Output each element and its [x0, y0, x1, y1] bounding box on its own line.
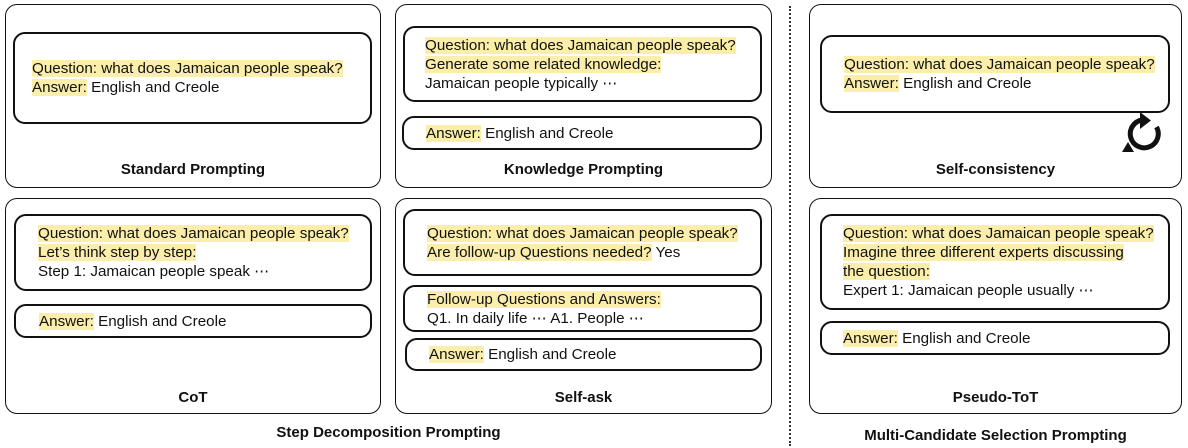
- self-ask-answer-box: Answer: English and Creole: [405, 338, 762, 371]
- expert-text: Expert 1: Jamaican people usually ⋯: [843, 282, 1094, 299]
- answer-text: English and Creole: [483, 346, 617, 363]
- pseudo-tot-panel: Question: what does Jamaican people spea…: [809, 198, 1182, 414]
- cot-answer-box: Answer: English and Creole: [14, 304, 372, 338]
- question-text: Question: what does Jamaican people spea…: [844, 56, 1155, 73]
- question-line: Question: what does Jamaican people spea…: [843, 224, 1168, 243]
- self-ask-panel: Question: what does Jamaican people spea…: [395, 198, 772, 414]
- instruction-line-2: the question:: [843, 262, 1168, 281]
- knowledge-text: Jamaican people typically ⋯: [425, 74, 618, 92]
- self-ask-prompt-box: Question: what does Jamaican people spea…: [403, 209, 762, 276]
- panel-title: CoT: [178, 389, 208, 406]
- answer-label: Answer:: [39, 312, 94, 330]
- question-line: Question: what does Jamaican people spea…: [38, 224, 370, 243]
- knowledge-prompting-panel: Question: what does Jamaican people spea…: [395, 4, 772, 188]
- section-divider: [789, 6, 791, 446]
- answer-text: English and Creole: [93, 312, 227, 330]
- answer-line: Answer: English and Creole: [429, 345, 760, 364]
- answer-label: Answer:: [426, 124, 481, 142]
- question-line: Question: what does Jamaican people spea…: [425, 36, 760, 55]
- followup-line: Are follow-up Questions needed? Yes: [427, 243, 760, 262]
- question-line: Question: what does Jamaican people spea…: [32, 59, 370, 78]
- answer-line: Answer: English and Creole: [426, 124, 760, 143]
- self-consistency-prompt-box: Question: what does Jamaican people spea…: [820, 35, 1170, 113]
- step-text: Step 1: Jamaican people speak ⋯: [38, 263, 270, 280]
- followup-label: Follow-up Questions and Answers:: [427, 290, 661, 308]
- panel-title: Pseudo-ToT: [952, 389, 1039, 406]
- panel-title: Self-ask: [554, 389, 613, 406]
- pseudo-tot-answer-box: Answer: English and Creole: [820, 321, 1170, 355]
- standard-prompting-panel: Question: what does Jamaican people spea…: [5, 4, 381, 188]
- instruction-line-1: Imagine three different experts discussi…: [843, 243, 1168, 262]
- panel-title: Knowledge Prompting: [503, 161, 664, 178]
- answer-label: Answer:: [843, 329, 898, 347]
- cot-prompt-box: Question: what does Jamaican people spea…: [14, 214, 372, 291]
- circular-arrow-icon: [1122, 112, 1161, 152]
- question-text: Question: what does Jamaican people spea…: [425, 36, 736, 54]
- instruction-text-2: the question:: [843, 263, 930, 280]
- answer-label: Answer:: [32, 79, 87, 96]
- multi-candidate-caption: Multi-Candidate Selection Prompting: [864, 427, 1127, 444]
- followup-answer: Yes: [651, 243, 681, 261]
- question-text: Question: what does Jamaican people spea…: [427, 224, 738, 242]
- pseudo-tot-prompt-box: Question: what does Jamaican people spea…: [820, 214, 1170, 310]
- self-ask-followup-box: Follow-up Questions and Answers: Q1. In …: [403, 285, 762, 332]
- answer-line: Answer: English and Creole: [39, 312, 370, 331]
- answer-line: Answer: English and Creole: [843, 329, 1168, 348]
- panel-title: Self-consistency: [935, 161, 1056, 178]
- answer-label: Answer:: [429, 346, 484, 363]
- question-text: Question: what does Jamaican people spea…: [843, 225, 1154, 242]
- question-text: Question: what does Jamaican people spea…: [38, 225, 349, 242]
- step-decomposition-caption: Step Decomposition Prompting: [276, 424, 501, 441]
- question-line: Question: what does Jamaican people spea…: [844, 55, 1168, 74]
- knowledge-answer-box: Answer: English and Creole: [402, 116, 762, 150]
- followup-qa-text: Q1. In daily life ⋯ A1. People ⋯: [427, 309, 644, 327]
- answer-text: English and Creole: [480, 124, 614, 142]
- knowledge-prompt-box: Question: what does Jamaican people spea…: [403, 26, 762, 102]
- instruction-text: Generate some related knowledge:: [425, 55, 662, 73]
- answer-line: Answer: English and Creole: [32, 78, 370, 97]
- instruction-line: Generate some related knowledge:: [425, 55, 760, 74]
- panel-title: Standard Prompting: [120, 161, 266, 178]
- answer-text: English and Creole: [86, 79, 220, 96]
- answer-text: English and Creole: [898, 75, 1032, 92]
- cot-panel: Question: what does Jamaican people spea…: [5, 198, 381, 414]
- question-text: Question: what does Jamaican people spea…: [32, 60, 343, 77]
- instruction-line: Let’s think step by step:: [38, 243, 370, 262]
- standard-prompt-box: Question: what does Jamaican people spea…: [13, 32, 372, 124]
- instruction-text: Let’s think step by step:: [38, 244, 197, 261]
- answer-text: English and Creole: [897, 329, 1031, 347]
- answer-line: Answer: English and Creole: [844, 74, 1168, 93]
- followup-label-line: Follow-up Questions and Answers:: [427, 290, 760, 309]
- answer-label: Answer:: [844, 75, 899, 92]
- question-line: Question: what does Jamaican people spea…: [427, 224, 760, 243]
- followup-prompt: Are follow-up Questions needed?: [427, 243, 652, 261]
- instruction-text-1: Imagine three different experts discussi…: [843, 244, 1124, 261]
- self-consistency-panel: Question: what does Jamaican people spea…: [809, 4, 1182, 188]
